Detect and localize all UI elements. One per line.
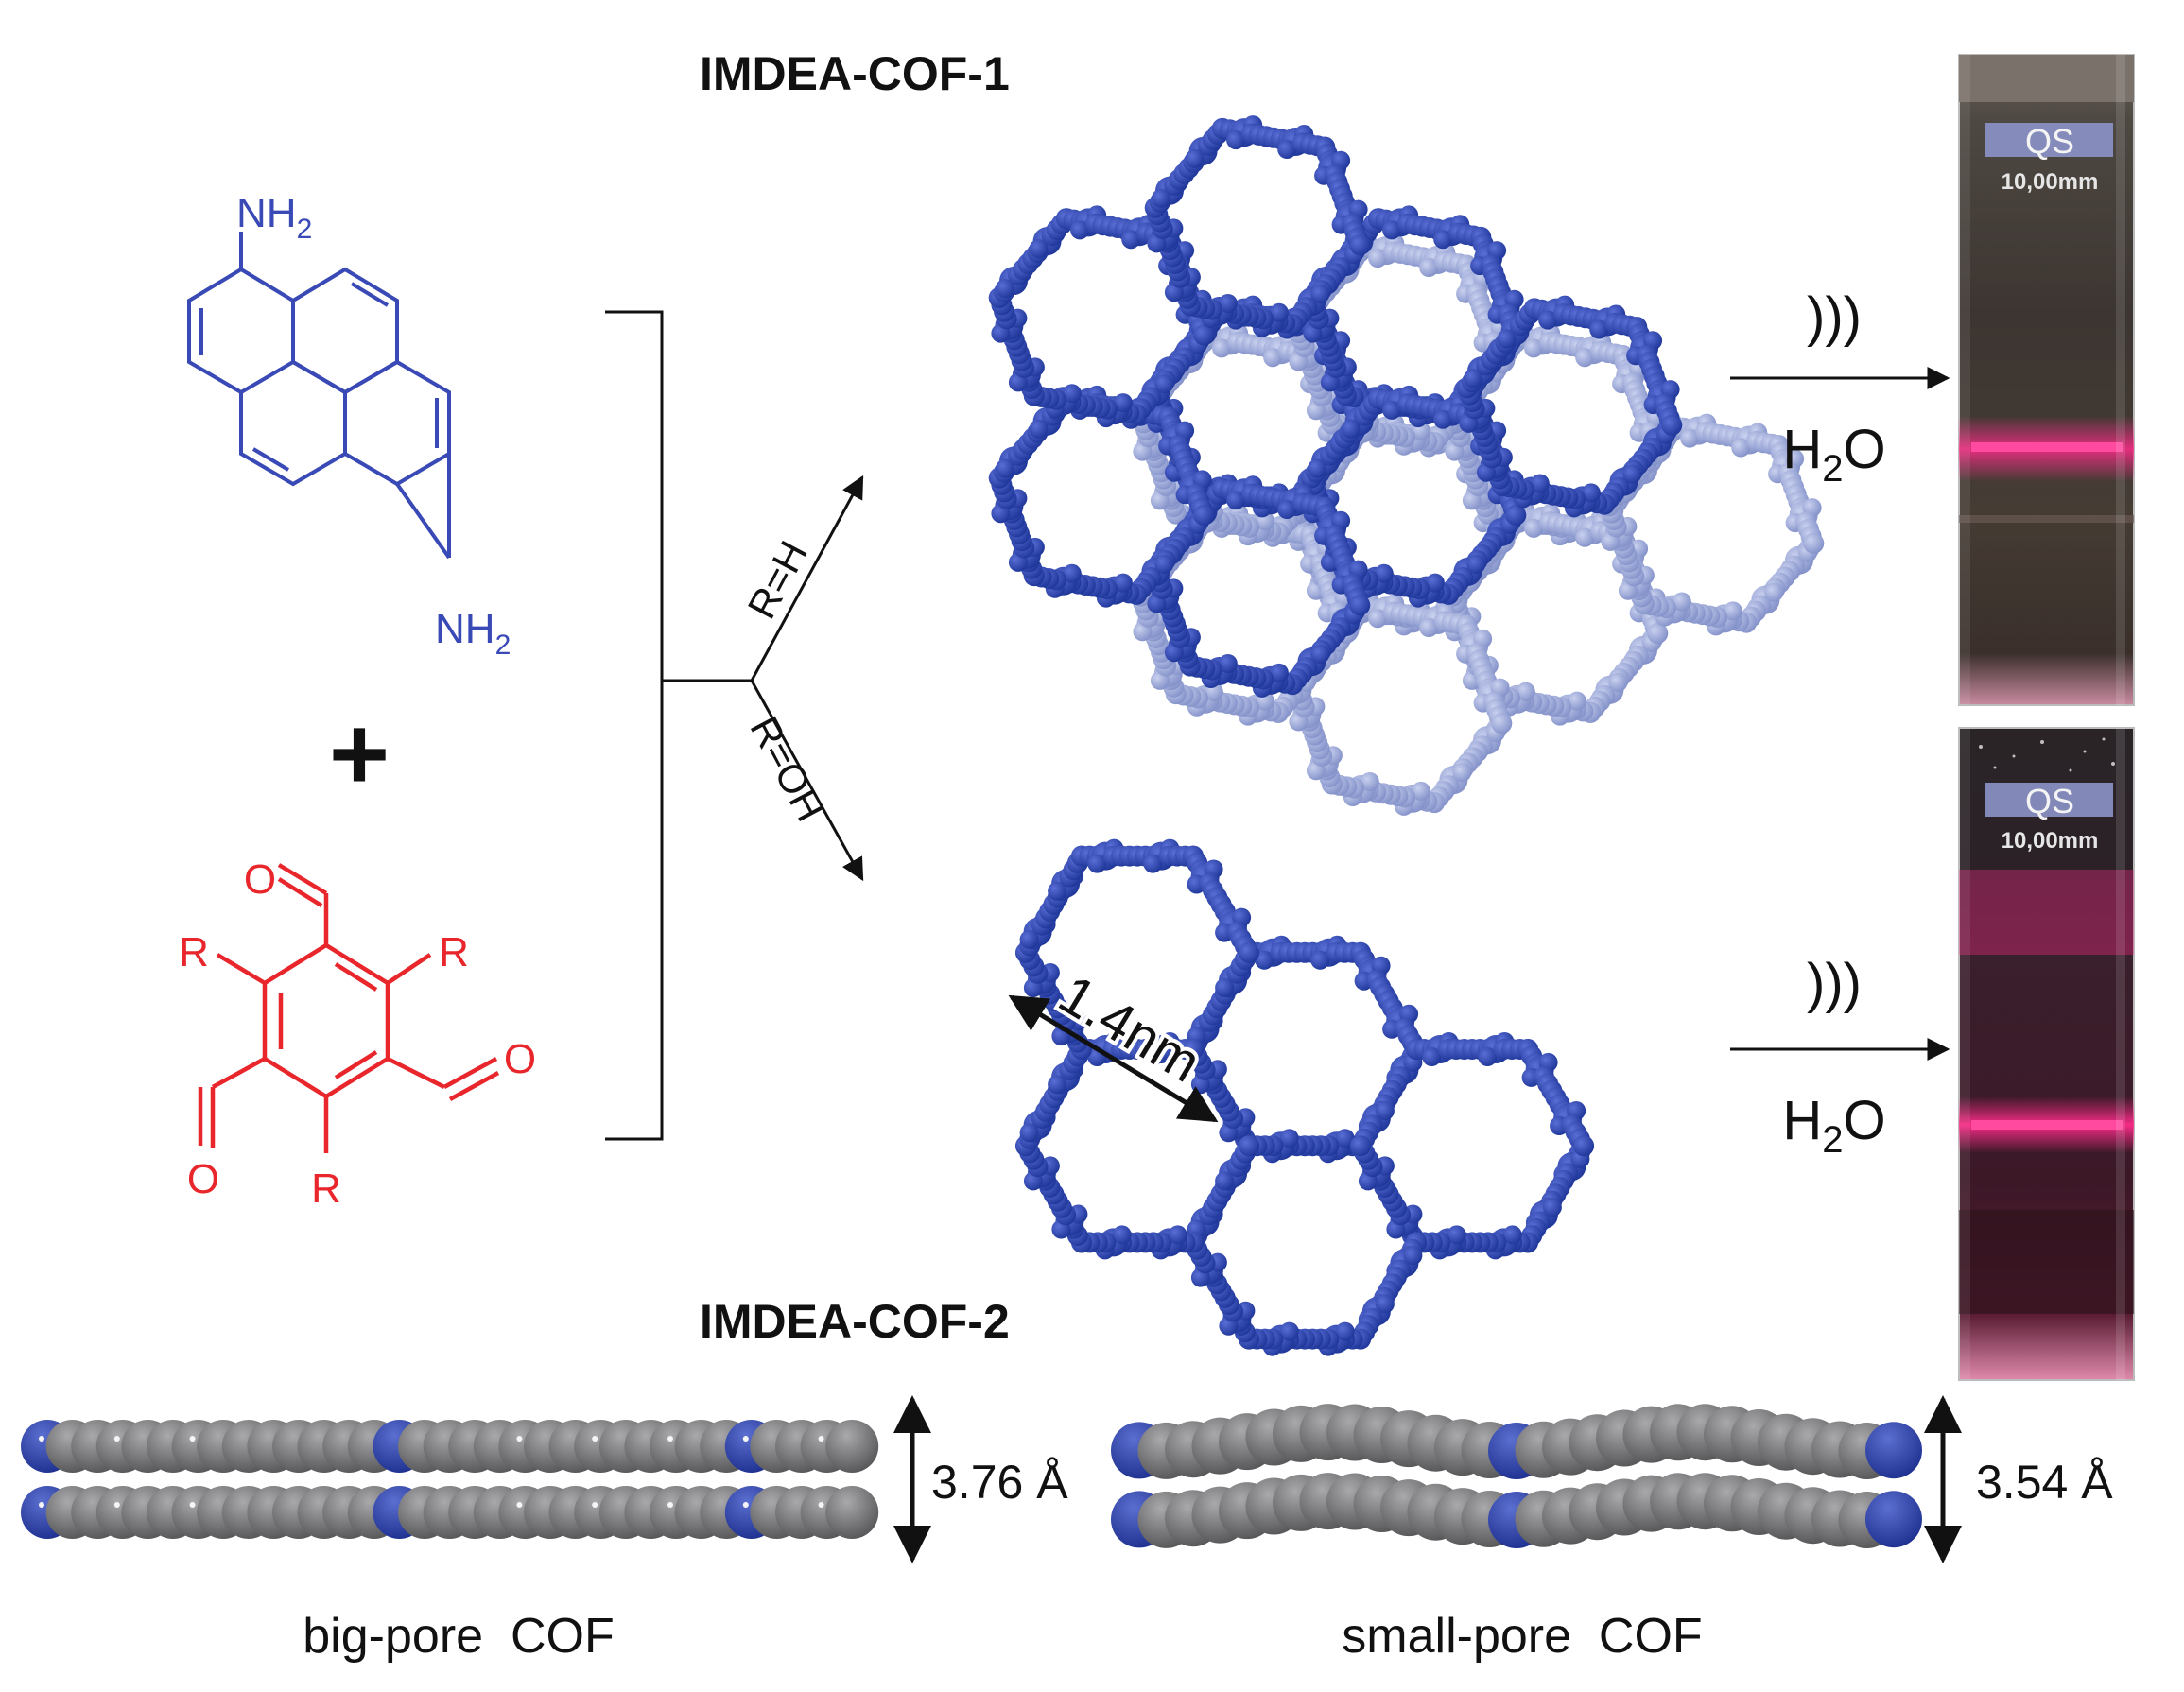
sonication-symbol-top: ))) <box>1807 286 1862 348</box>
trialdehyde-structure <box>198 863 500 1153</box>
aldehyde-r-bottom: R <box>311 1165 341 1212</box>
solvent-label-top: H2O <box>1782 419 1885 490</box>
cuvette-top-qs: QS <box>2025 122 2074 161</box>
branch-label-rh: R=H <box>738 534 815 626</box>
solvent-label-bottom: H2O <box>1782 1090 1885 1161</box>
cuvette-bottom-sparkles <box>1979 737 2115 772</box>
sonication-symbol-bottom: ))) <box>1807 953 1862 1014</box>
pore-size-arrow <box>1008 994 1219 1123</box>
cof2-title: IMDEA-COF-2 <box>700 1295 1010 1348</box>
cuvette-bottom: QS 10,00mm <box>1958 727 2135 1381</box>
cuvette-bottom-path: 10,00mm <box>2002 828 2099 854</box>
amine-bottom-label: NH2 <box>435 606 511 661</box>
aldehyde-o-top: O <box>244 856 276 903</box>
cuvette-bottom-qs: QS <box>2025 782 2074 820</box>
branch-label-roh: R=OH <box>741 709 833 828</box>
big-pore-caption: big-pore COF <box>303 1609 614 1664</box>
aldehyde-o-right: O <box>504 1036 536 1082</box>
amine-top-label: NH2 <box>236 190 312 245</box>
aldehyde-o-left: O <box>187 1156 219 1202</box>
big-pore-stacking-view <box>21 1420 879 1539</box>
arrow-to-cof1 <box>750 475 864 682</box>
cuvette-top-path: 10,00mm <box>2002 169 2099 195</box>
arrow-to-cof2 <box>750 680 864 882</box>
diaminopyrene-structure <box>187 232 451 560</box>
reaction-bracket <box>605 310 752 1141</box>
aldehyde-r-left: R <box>179 929 209 975</box>
plus-sign: + <box>329 696 390 812</box>
aldehyde-r-right: R <box>439 929 469 975</box>
big-pore-spacing-label: 3.76 Å <box>931 1456 1068 1509</box>
cof1-lattice-dark-layer <box>988 115 1683 698</box>
cuvette-top: QS 10,00mm <box>1958 54 2135 706</box>
cof1-title: IMDEA-COF-1 <box>700 47 1010 100</box>
small-pore-spacing-label: 3.54 Å <box>1976 1456 2113 1509</box>
small-pore-stacking-view <box>1111 1404 1922 1548</box>
small-pore-caption: small-pore COF <box>1342 1609 1702 1664</box>
cof2-lattice <box>1015 838 1594 1356</box>
